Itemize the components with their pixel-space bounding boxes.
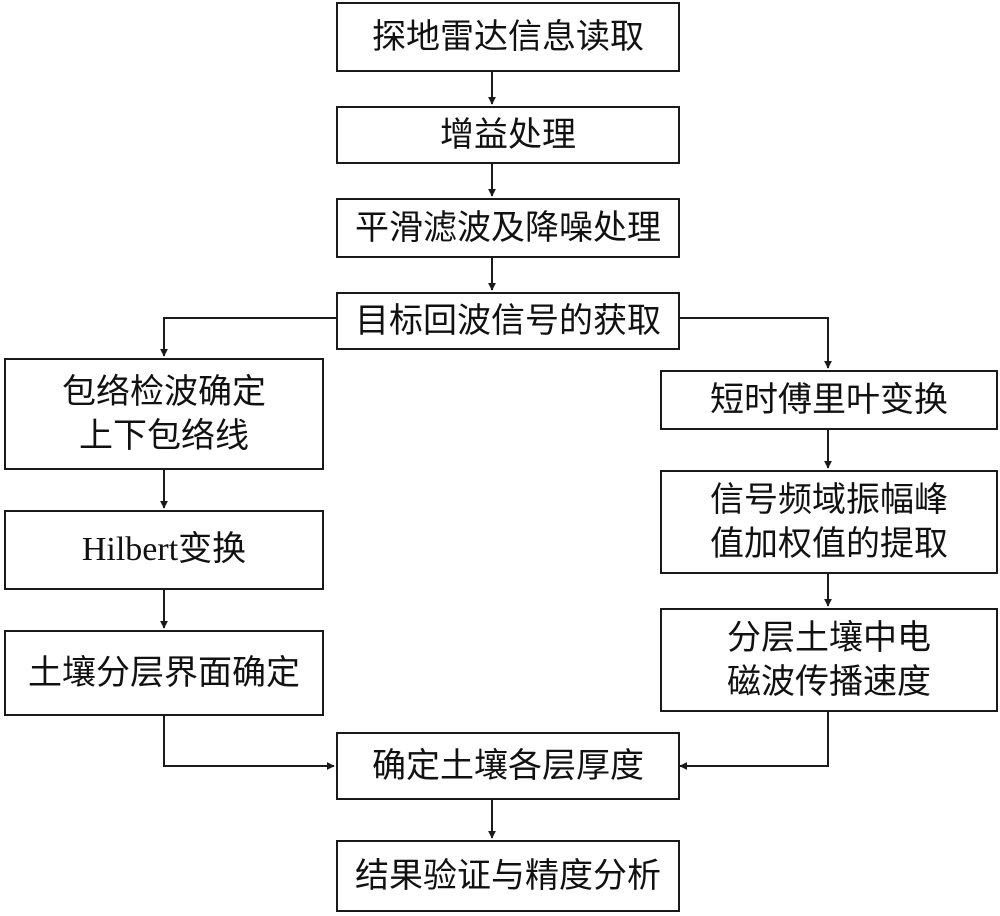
arrow-velocity-to-thickness xyxy=(679,712,829,770)
node-smooth-label: 平滑滤波及降噪处理 xyxy=(355,208,661,248)
node-freq-peak-label-line-2: 值加权值的提取 xyxy=(710,524,948,564)
node-envelope-label-line-1: 包络检波确定 xyxy=(62,372,266,412)
node-gain-label: 增益处理 xyxy=(440,115,576,155)
node-smooth: 平滑滤波及降噪处理 xyxy=(336,198,680,258)
node-hilbert-label: Hilbert变换 xyxy=(81,531,247,568)
node-validation: 结果验证与精度分析 xyxy=(336,840,680,912)
node-thickness: 确定土壤各层厚度 xyxy=(336,732,680,800)
node-thickness-label: 确定土壤各层厚度 xyxy=(372,746,644,786)
node-velocity: 分层土壤中电 磁波传播速度 xyxy=(660,608,998,712)
node-envelope-label-line-2: 上下包络线 xyxy=(79,416,249,456)
node-stft: 短时傅里叶变换 xyxy=(660,370,998,430)
node-stft-label: 短时傅里叶变换 xyxy=(710,380,948,420)
node-interface-label: 土壤分层界面确定 xyxy=(28,653,300,693)
node-freq-peak: 信号频域振幅峰 值加权值的提取 xyxy=(660,470,998,574)
node-interface: 土壤分层界面确定 xyxy=(4,630,324,716)
node-target-echo: 目标回波信号的获取 xyxy=(336,292,680,350)
arrow-interface-to-thickness xyxy=(163,716,335,770)
node-freq-peak-label-line-1: 信号频域振幅峰 xyxy=(710,480,948,520)
node-velocity-label-line-2: 磁波传播速度 xyxy=(727,662,931,702)
node-gpr-read: 探地雷达信息读取 xyxy=(336,2,680,72)
node-gpr-read-label: 探地雷达信息读取 xyxy=(372,17,644,57)
node-hilbert: Hilbert变换 xyxy=(4,510,324,590)
arrow-target-echo-to-stft xyxy=(676,317,832,369)
node-velocity-label-line-1: 分层土壤中电 xyxy=(727,618,931,658)
node-target-echo-label: 目标回波信号的获取 xyxy=(355,301,661,341)
arrow-target-echo-to-envelope xyxy=(160,317,336,357)
node-envelope: 包络检波确定 上下包络线 xyxy=(4,358,324,470)
node-gain: 增益处理 xyxy=(336,106,680,164)
node-validation-label: 结果验证与精度分析 xyxy=(355,856,661,896)
